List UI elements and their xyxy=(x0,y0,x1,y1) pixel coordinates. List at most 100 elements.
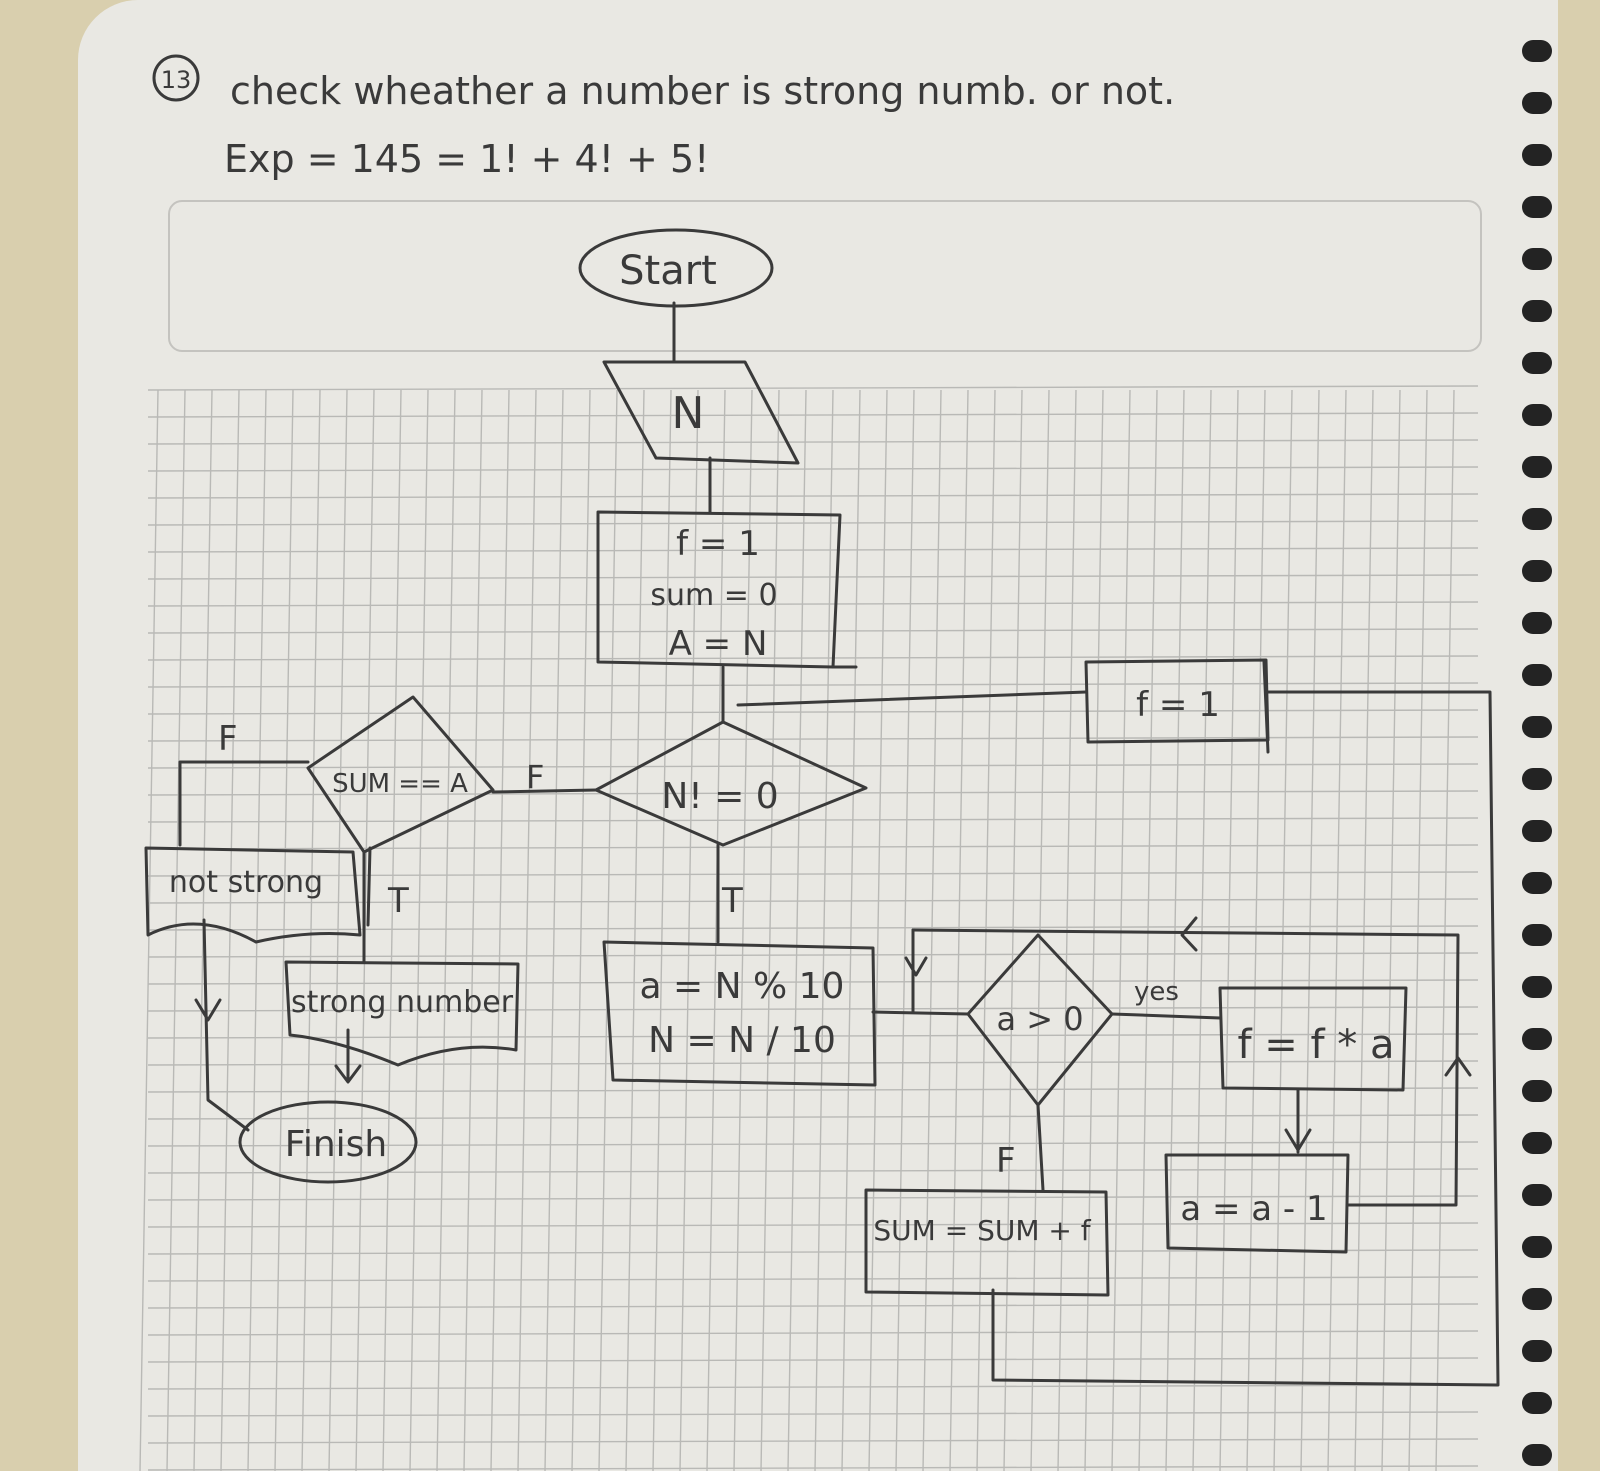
grid-line-horizontal xyxy=(147,1168,1479,1174)
binding-hole xyxy=(1522,300,1552,322)
not-strong-output: not strong xyxy=(144,846,372,944)
svg-text:Start: Start xyxy=(619,248,717,294)
problem-number: 13 xyxy=(161,66,192,94)
reset-f-box: f = 1 xyxy=(1084,658,1270,754)
grid-line-vertical xyxy=(652,389,672,1471)
binding-hole xyxy=(1522,1444,1552,1466)
binding-hole xyxy=(1522,40,1552,62)
binding-hole xyxy=(1522,1392,1552,1414)
grid-line-vertical xyxy=(1192,389,1212,1471)
grid-line-vertical xyxy=(679,389,699,1471)
grid-line-horizontal xyxy=(147,1384,1479,1390)
sum-decision: SUM == A F T xyxy=(218,695,495,921)
binding-hole xyxy=(1522,508,1552,530)
binding-hole xyxy=(1522,248,1552,270)
problem-title: check wheather a number is strong numb. … xyxy=(230,69,1175,113)
grid-line-horizontal xyxy=(147,1438,1479,1444)
grid-line-horizontal xyxy=(147,547,1479,553)
grid-line-horizontal xyxy=(147,1411,1479,1417)
grid-line-horizontal xyxy=(147,790,1479,796)
loop-decision: N! = 0 F T xyxy=(526,720,868,921)
binding-hole xyxy=(1522,1080,1552,1102)
input-n: N xyxy=(602,360,800,465)
grid-line-vertical xyxy=(1165,389,1185,1471)
grid-line-vertical xyxy=(1246,389,1266,1471)
grid-line-horizontal xyxy=(147,520,1479,526)
binding-hole xyxy=(1522,924,1552,946)
grid-line-horizontal xyxy=(147,466,1479,472)
grid-line-vertical xyxy=(517,389,537,1471)
svg-text:f = f * a: f = f * a xyxy=(1237,1022,1394,1068)
binding-hole xyxy=(1522,1028,1552,1050)
binding-hole xyxy=(1522,1184,1552,1206)
grid-line-vertical xyxy=(1138,389,1158,1471)
grid-line-horizontal xyxy=(147,844,1479,850)
binding-hole xyxy=(1522,820,1552,842)
grid-line-horizontal xyxy=(147,817,1479,823)
binding-hole xyxy=(1522,664,1552,686)
svg-text:N: N xyxy=(672,388,705,439)
grid-line-horizontal xyxy=(147,979,1479,985)
svg-text:T: T xyxy=(721,881,743,921)
grid-line-horizontal xyxy=(147,385,1479,391)
grid-line-vertical xyxy=(814,389,834,1471)
grid-line-horizontal xyxy=(147,1060,1479,1066)
title-frame xyxy=(168,200,1482,352)
grid-line-vertical xyxy=(274,389,294,1471)
connectors xyxy=(178,301,1500,1387)
svg-text:F: F xyxy=(526,758,544,796)
grid-line-horizontal xyxy=(147,574,1479,580)
grid-line-vertical xyxy=(760,389,780,1471)
svg-text:yes: yes xyxy=(1134,977,1179,1007)
svg-text:f = 1: f = 1 xyxy=(676,524,760,564)
grid-line-vertical xyxy=(382,389,402,1471)
flowchart-canvas: 13 check wheather a number is strong num… xyxy=(139,54,1500,1471)
svg-text:a = N % 10: a = N % 10 xyxy=(640,966,845,1007)
grid-line-horizontal xyxy=(147,655,1479,661)
grid-line-horizontal xyxy=(147,952,1479,958)
grid-line-horizontal xyxy=(147,1114,1479,1120)
svg-text:f = 1: f = 1 xyxy=(1136,685,1220,725)
grid-line-horizontal xyxy=(147,1141,1479,1147)
binding-hole xyxy=(1522,1132,1552,1154)
svg-text:Finish: Finish xyxy=(285,1124,387,1165)
digit-step-box: a = N % 10 N = N / 10 xyxy=(602,940,877,1087)
grid-line-horizontal xyxy=(147,709,1479,715)
accumulate-box: SUM = SUM + f xyxy=(864,1188,1110,1297)
grid-line-vertical xyxy=(1327,389,1347,1471)
grid-line-vertical xyxy=(247,389,267,1471)
grid-line-vertical xyxy=(1219,389,1239,1471)
grid-line-vertical xyxy=(328,389,348,1471)
svg-text:F: F xyxy=(996,1141,1016,1181)
svg-text:T: T xyxy=(387,881,409,921)
factorial-decision: a > 0 yes F xyxy=(966,933,1179,1181)
svg-text:SUM = SUM + f: SUM = SUM + f xyxy=(873,1214,1091,1247)
grid-line-horizontal xyxy=(147,763,1479,769)
binding-hole xyxy=(1522,404,1552,426)
binding-hole xyxy=(1522,560,1552,582)
grid-line-horizontal xyxy=(147,1033,1479,1039)
grid-line-horizontal xyxy=(147,493,1479,499)
finish-terminal: Finish xyxy=(238,1100,418,1184)
svg-text:not strong: not strong xyxy=(169,865,323,900)
factorial-decrement-box: a = a - 1 xyxy=(1164,1153,1350,1254)
binding-hole xyxy=(1522,768,1552,790)
grid-line-vertical xyxy=(787,389,807,1471)
svg-text:strong number: strong number xyxy=(291,985,514,1020)
grid-line-vertical xyxy=(571,389,591,1471)
init-box: f = 1 sum = 0 A = N xyxy=(596,510,858,669)
grid-line-horizontal xyxy=(147,1303,1479,1309)
grid-line-horizontal xyxy=(147,1006,1479,1012)
grid-line-horizontal xyxy=(147,871,1479,877)
binding-hole xyxy=(1522,1288,1552,1310)
example-line: Exp = 145 = 1! + 4! + 5! xyxy=(224,137,709,181)
binding-hole xyxy=(1522,872,1552,894)
strong-output: strong number xyxy=(284,960,520,1067)
header: 13 check wheather a number is strong num… xyxy=(152,54,1175,181)
binding-hole xyxy=(1522,976,1552,998)
binding-hole xyxy=(1522,456,1552,478)
grid-line-vertical xyxy=(1408,389,1428,1471)
grid-line-vertical xyxy=(841,389,861,1471)
grid-line-vertical xyxy=(1273,389,1293,1471)
grid-line-vertical xyxy=(301,389,321,1471)
